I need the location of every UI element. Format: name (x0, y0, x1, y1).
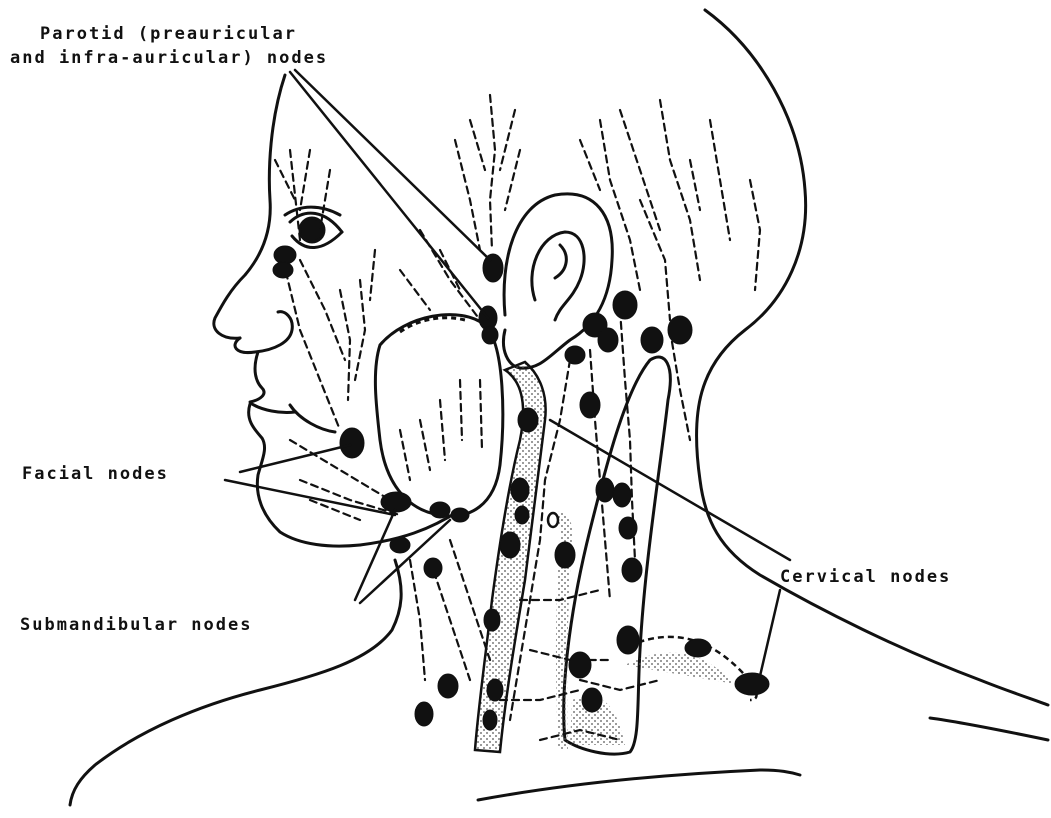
label-parotid-line1: Parotid (preauricular (40, 22, 297, 46)
leader-submand-a (355, 510, 395, 600)
node-neck-low-4 (438, 674, 458, 698)
node-neck-low-2 (487, 679, 503, 701)
node-cervical-11 (617, 626, 639, 654)
jugular-veins (475, 362, 757, 752)
node-cervical-18 (668, 316, 692, 344)
label-submandibular-nodes: Submandibular nodes (20, 613, 252, 637)
node-parotid-1 (483, 254, 503, 282)
leader-parotid-b (290, 72, 488, 318)
label-parotid-line2: and infra-auricular) nodes (10, 46, 328, 70)
sternocleidomastoid (564, 357, 671, 754)
node-submand-2 (451, 508, 469, 522)
label-facial-nodes: Facial nodes (22, 462, 169, 486)
node-cervical-9 (619, 517, 637, 539)
ear (503, 194, 612, 368)
node-cervical-10 (622, 558, 642, 582)
submandibular-gland (375, 315, 502, 516)
node-parotid-3 (482, 326, 498, 344)
node-eye-lower (273, 262, 293, 278)
label-cervical-nodes: Cervical nodes (780, 565, 951, 589)
leader-cervical-b (760, 590, 780, 676)
node-cervical-20 (685, 639, 711, 657)
eye (285, 207, 342, 247)
node-cervical-7 (596, 478, 614, 502)
node-cervical-2 (511, 478, 529, 502)
node-neck-low-6 (424, 558, 442, 578)
node-submand-1 (430, 502, 450, 518)
node-cervical-16 (613, 291, 637, 319)
node-cervical-12 (569, 652, 591, 678)
node-facial-2 (381, 492, 411, 512)
node-eye-upper (274, 246, 296, 264)
node-cervical-19 (565, 346, 585, 364)
node-cervical-21 (735, 673, 769, 695)
node-submand-3 (390, 537, 410, 553)
node-facial-1 (340, 428, 364, 458)
node-cervical-13 (582, 688, 602, 712)
node-neck-low-1 (484, 609, 500, 631)
leader-facial-a (240, 445, 350, 472)
node-cervical-6 (580, 392, 600, 418)
node-cervical-1 (518, 408, 538, 432)
node-cervical-15 (598, 328, 618, 352)
node-cervical-8 (613, 483, 631, 507)
node-cervical-5 (555, 542, 575, 568)
leader-cervical-a (550, 420, 790, 560)
node-neck-low-5 (415, 702, 433, 726)
node-cervical-3 (500, 532, 520, 558)
leader-facial-b (225, 480, 395, 515)
node-cervical-17 (641, 327, 663, 353)
node-cervical-4 (515, 506, 529, 524)
node-neck-low-3 (483, 710, 497, 730)
